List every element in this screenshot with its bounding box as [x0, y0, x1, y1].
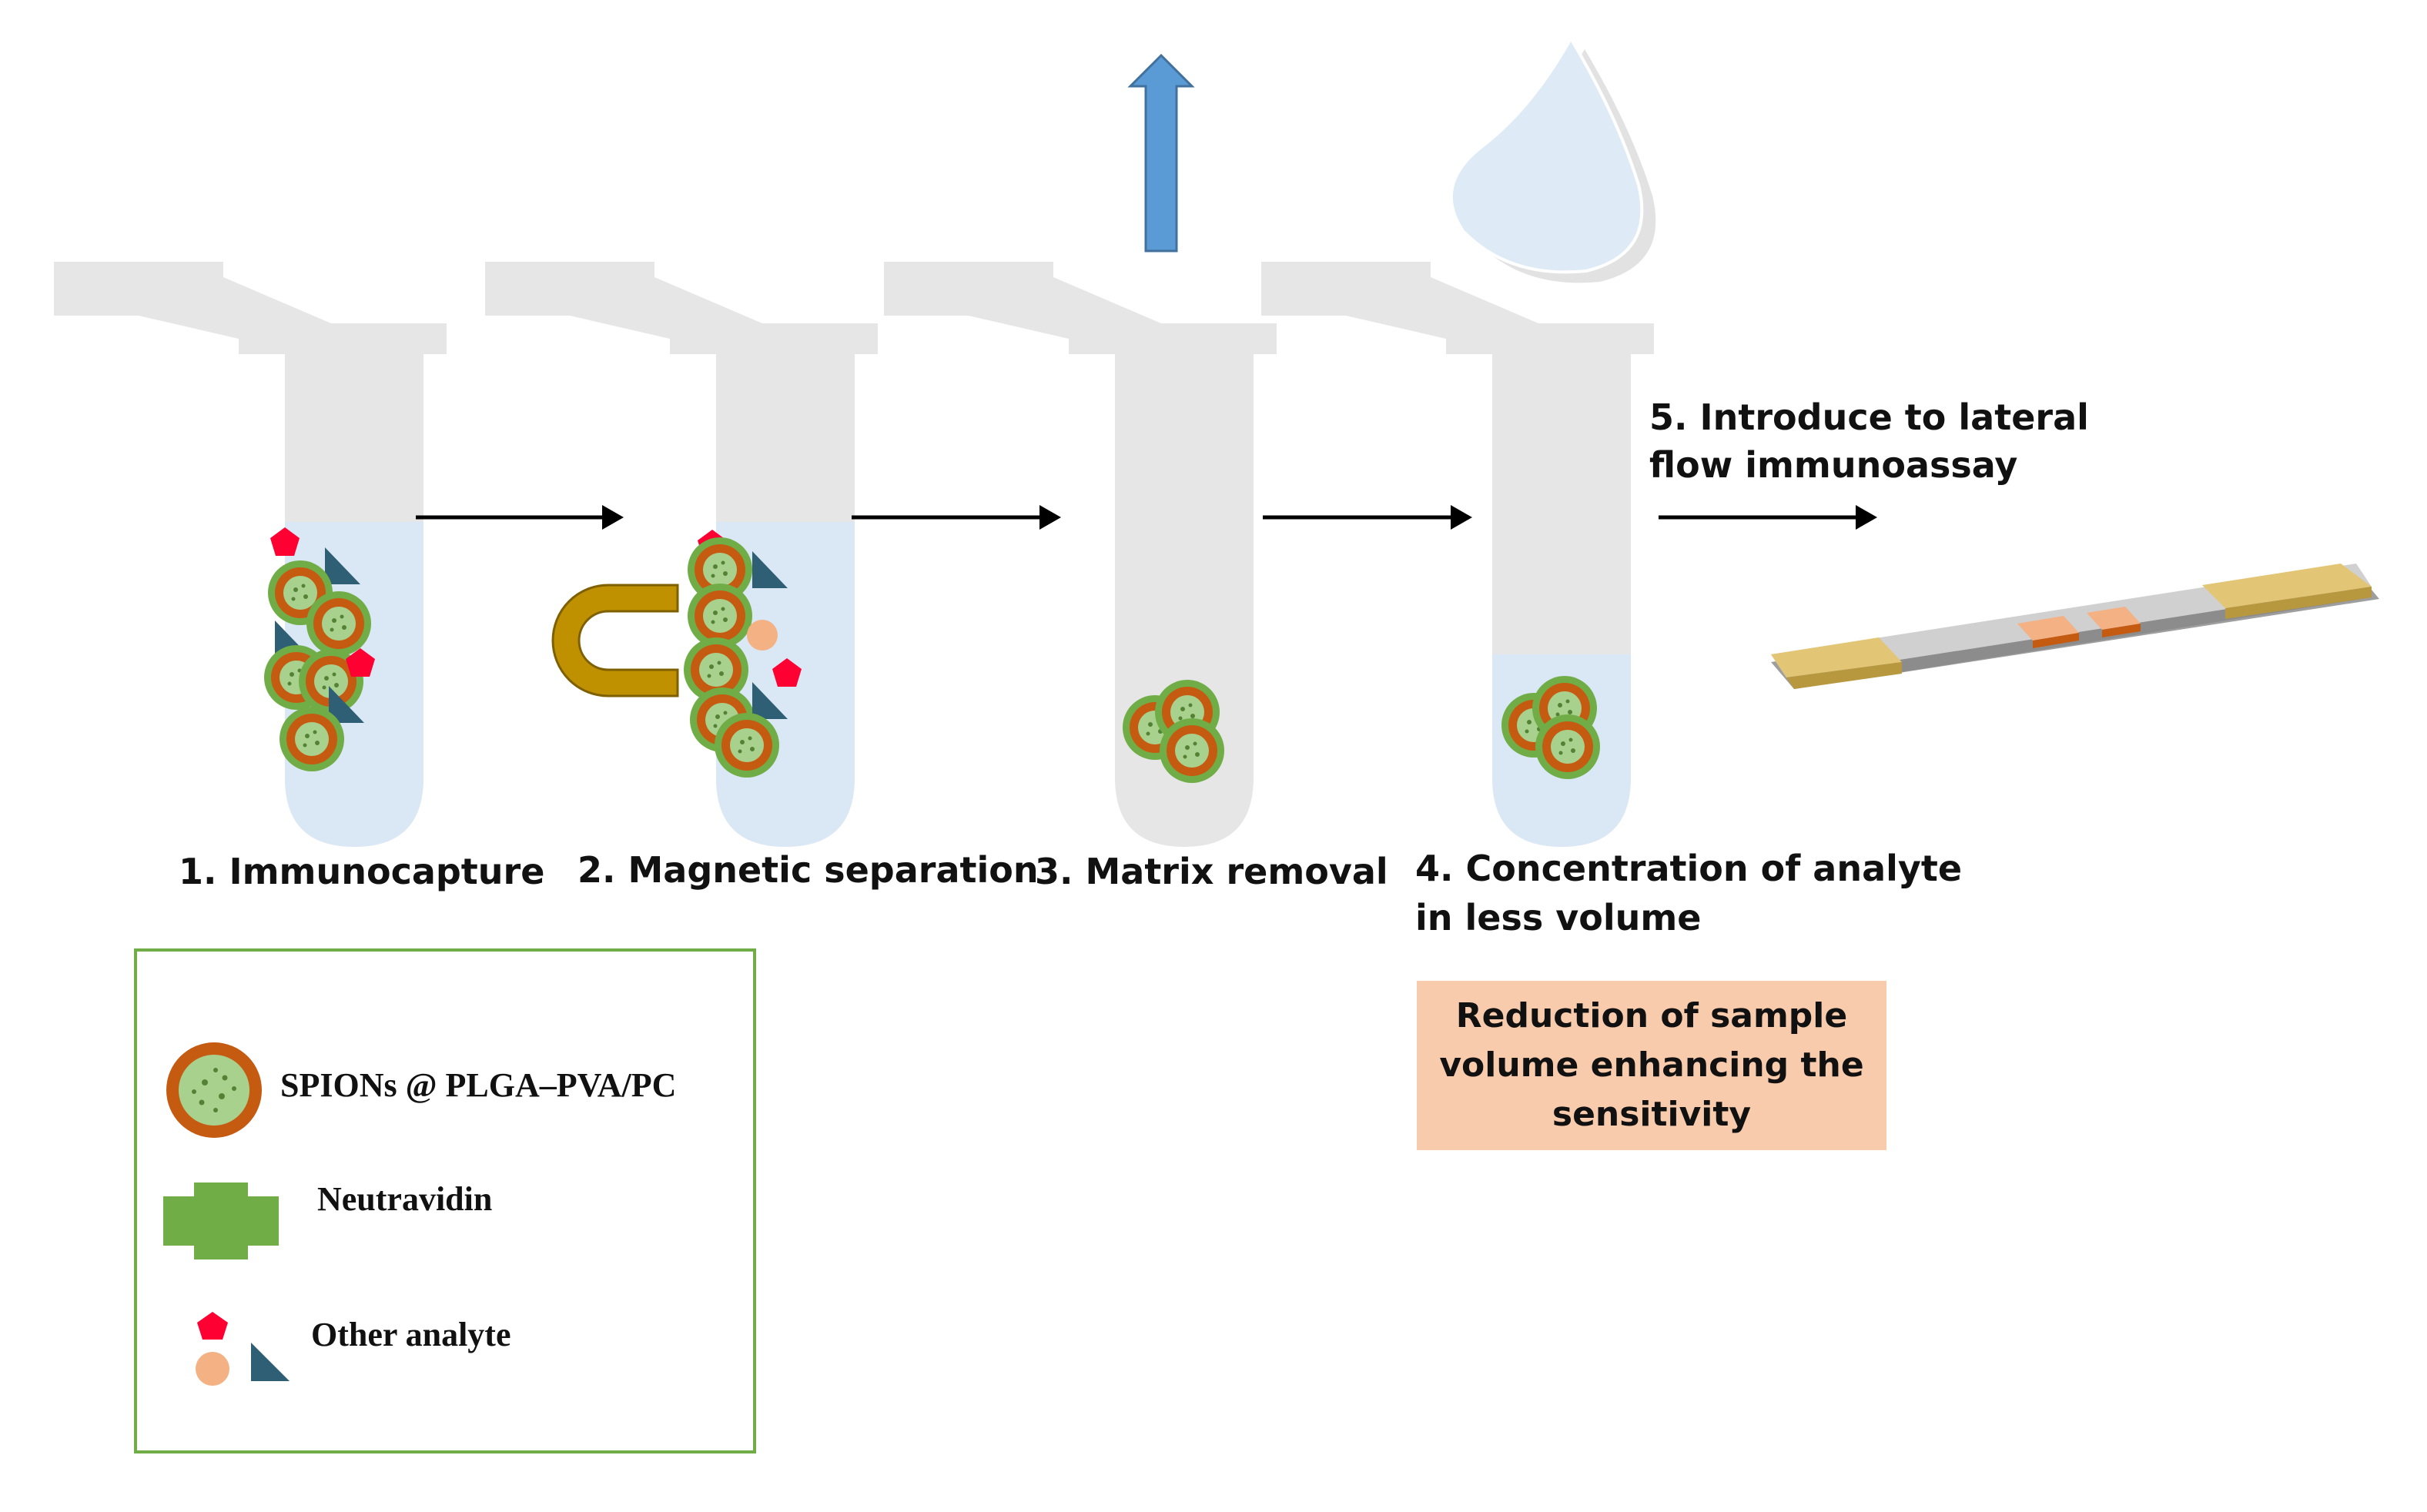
water-drop-icon [1449, 35, 1656, 283]
flow-arrow-4 [1659, 505, 1877, 530]
step-4-label-line2: in less volume [1415, 897, 1702, 938]
tube-immunocapture [54, 262, 447, 847]
flow-arrow-1 [416, 505, 624, 530]
tube-magnetic-separation [485, 262, 878, 847]
step-5-label-line1: 5. Introduce to lateral [1649, 396, 2089, 438]
sensitivity-note-text: Reduction of sample volume enhancing the… [1439, 996, 1864, 1134]
legend-label-neutravidin: Neutravidin [317, 1180, 493, 1218]
step-1-label: 1. Immunocapture [179, 851, 545, 892]
nanoparticle-icon [166, 1042, 262, 1138]
lateral-flow-strip-icon [1771, 564, 2379, 689]
flow-arrow-3 [1263, 505, 1472, 530]
analyte-shapes-icon [196, 1312, 290, 1386]
neutravidin-icon [163, 1183, 279, 1259]
legend-label-spions: SPIONs @ PLGA–PVA/PC [280, 1066, 677, 1104]
up-arrow-icon [1127, 53, 1195, 253]
magnet-icon [551, 584, 679, 697]
tube2-contents [684, 530, 802, 778]
flow-arrow-2 [852, 505, 1061, 530]
step-5-label-line2: flow immunoassay [1649, 444, 2018, 486]
sensitivity-note: Reduction of sample volume enhancing the… [1417, 981, 1886, 1150]
step-4-label-line1: 4. Concentration of analyte [1415, 848, 1963, 889]
legend-label-analyte: Other analyte [311, 1316, 511, 1353]
legend: SPIONs @ PLGA–PVA/PC Neutravidin Other a… [134, 948, 756, 1453]
step-3-label: 3. Matrix removal [1035, 851, 1388, 892]
step-2-label: 2. Magnetic separation [577, 849, 1039, 891]
